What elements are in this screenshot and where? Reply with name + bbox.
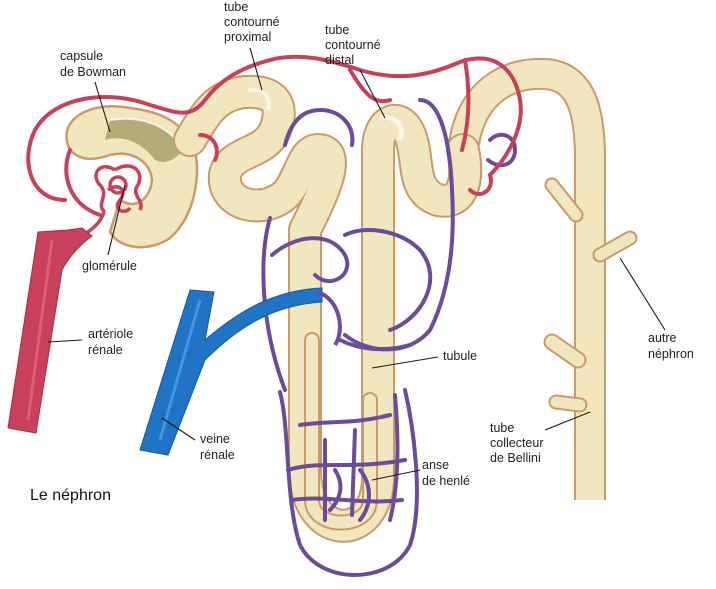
label-glomerule: glomérule (82, 259, 137, 273)
bowman-capsule (65, 105, 199, 249)
label-tubule: tubule (443, 349, 477, 363)
arterial-loop (26, 54, 523, 217)
label-anse-henle: anse de henlé (422, 458, 470, 488)
vessel-network (7, 54, 523, 577)
renal-vein (139, 287, 323, 456)
label-arteriole: artériole rénale (88, 327, 137, 357)
peritubular-capillaries (261, 98, 518, 577)
leader-lines (47, 47, 666, 481)
label-tube-proximal: tube contourné proximal (224, 0, 283, 44)
label-capsule-bowman: capsule de Bowman (60, 49, 126, 79)
label-tube-distal: tube contourné distal (325, 23, 384, 67)
collecting-duct (447, 57, 638, 500)
diagram-title: Le néphron (30, 487, 111, 504)
label-tube-collecteur: tube collecteur de Bellini (490, 421, 547, 465)
labels: tube contourné proximal capsule de Bowma… (30, 0, 694, 504)
tubule-system (65, 57, 638, 543)
label-veine: veine rénale (200, 432, 235, 462)
label-autre-nephron: autre néphron (648, 331, 694, 361)
renal-arteriole (7, 227, 93, 434)
